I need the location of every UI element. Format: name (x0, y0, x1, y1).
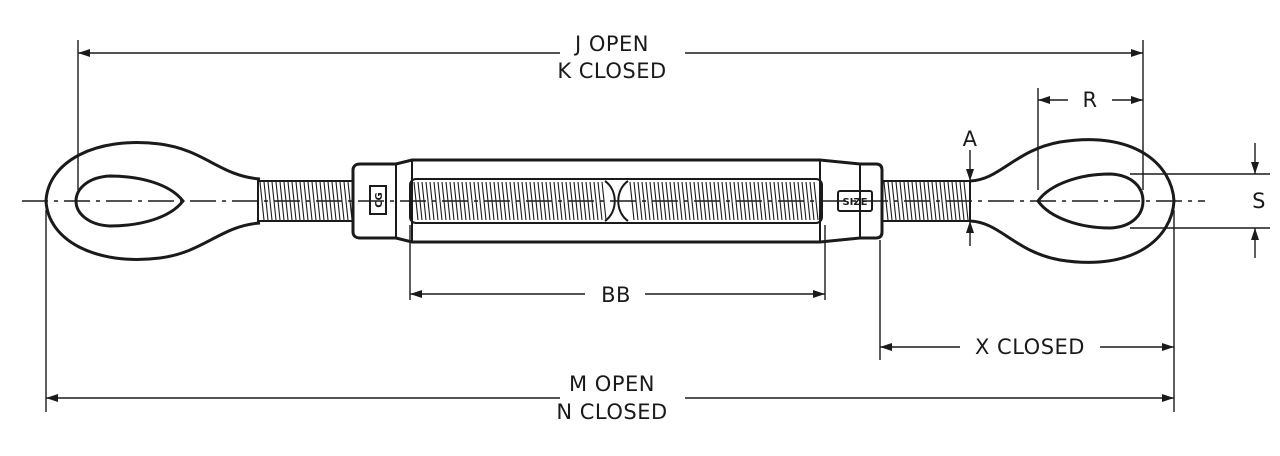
left-threaded-rod (257, 180, 354, 222)
dimension-r: R (1037, 88, 1143, 190)
logo-mark (369, 185, 387, 215)
label-x-closed: X CLOSED (975, 335, 1085, 359)
logo-text: CG (374, 192, 385, 208)
right-eye (969, 138, 1176, 264)
label-r: R (1082, 88, 1097, 112)
left-eye (44, 141, 261, 261)
dimension-a: A (963, 127, 978, 246)
label-a: A (963, 127, 978, 151)
right-threaded-rod (881, 180, 971, 222)
turnbuckle-body: CG SIZE (351, 158, 884, 244)
label-m-open: M OPEN (569, 372, 655, 396)
dimension-bb: BB (409, 225, 826, 307)
dimension-m-n: M OPEN N CLOSED (45, 210, 1175, 424)
dimension-j-k: J OPEN K CLOSED (77, 32, 1144, 190)
label-j-open: J OPEN (573, 32, 649, 56)
label-k-closed: K CLOSED (557, 59, 666, 83)
dimension-s: S (1130, 143, 1270, 258)
size-marking: SIZE (842, 197, 867, 208)
label-s: S (1252, 189, 1266, 213)
dimension-x: X CLOSED (879, 240, 1174, 360)
label-n-closed: N CLOSED (556, 400, 667, 424)
label-bb: BB (601, 283, 631, 307)
